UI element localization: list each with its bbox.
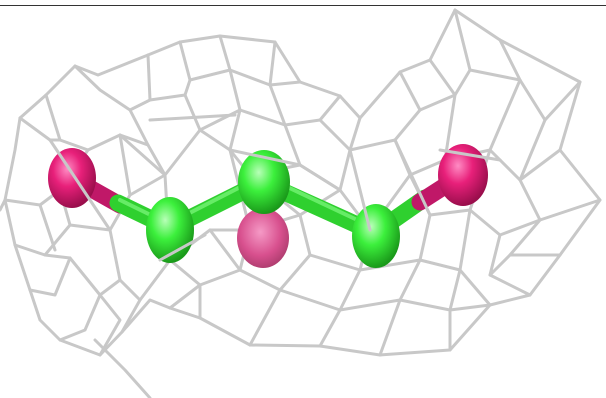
density-mesh-front (48, 133, 502, 262)
carbon-atom-3[interactable] (352, 204, 400, 268)
oxygen-atom-back[interactable] (237, 208, 289, 268)
oxygen-atom-right[interactable] (438, 144, 488, 206)
carbon-atom-2[interactable] (238, 150, 290, 214)
molecule-atoms (48, 144, 488, 268)
top-border (0, 5, 606, 6)
